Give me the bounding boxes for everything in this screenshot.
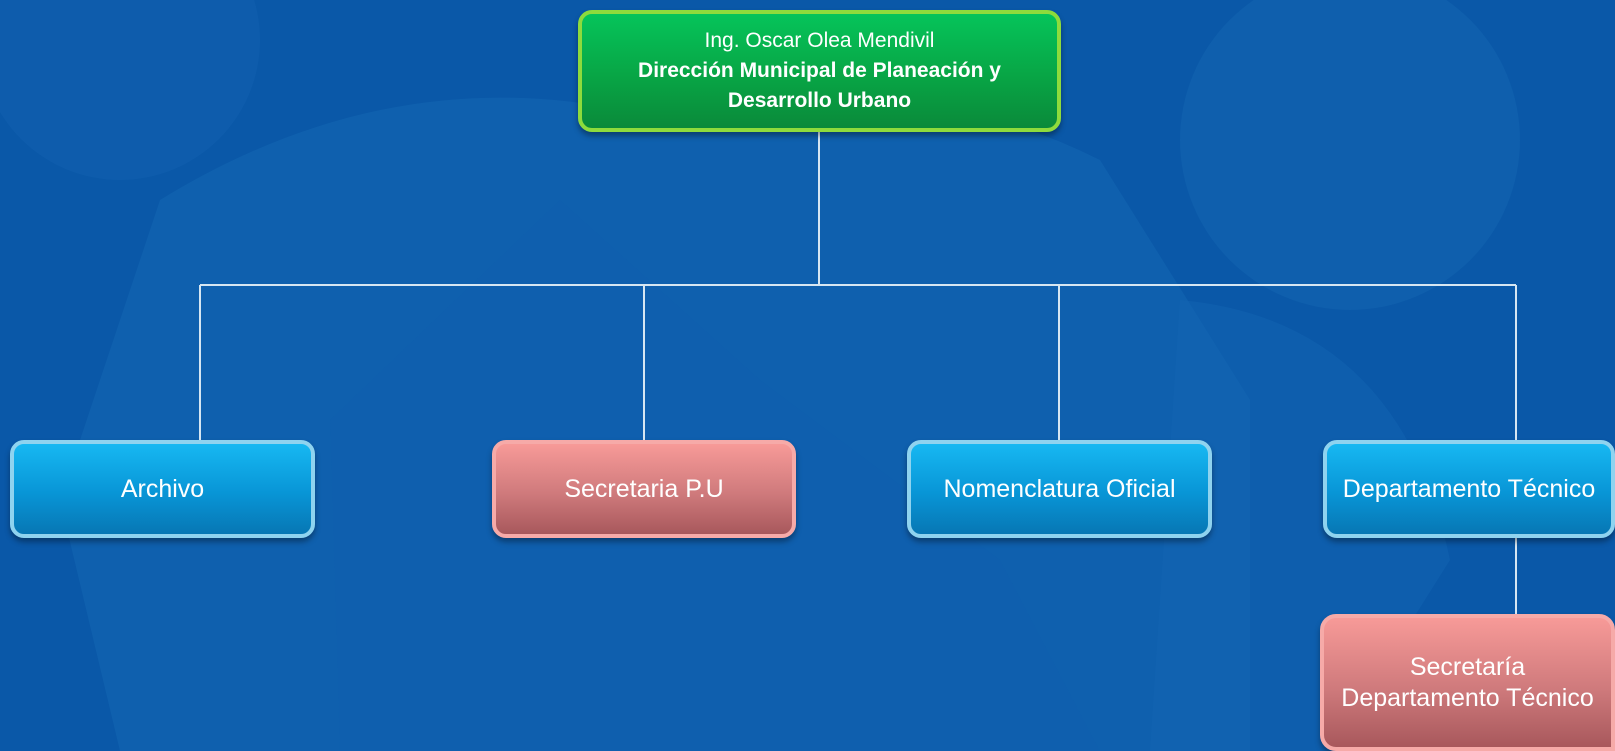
node-departamento-tecnico-label: Departamento Técnico	[1342, 474, 1596, 503]
root-department: Dirección Municipal de Planeación y Desa…	[638, 59, 1001, 112]
node-secretaria-pu-label: Secretaria P.U	[564, 474, 724, 503]
node-nomenclatura-oficial-label: Nomenclatura Oficial	[943, 474, 1176, 503]
sub-node-line2: Departamento Técnico	[1341, 683, 1594, 712]
root-name: Ing. Oscar Olea Mendivil	[704, 29, 935, 52]
node-nomenclatura-oficial: Nomenclatura Oficial	[907, 440, 1212, 538]
node-departamento-tecnico: Departamento Técnico	[1323, 440, 1615, 538]
node-secretaria-pu: Secretaria P.U	[492, 440, 796, 538]
sub-node-line1: Secretaría	[1409, 652, 1526, 681]
node-archivo: Archivo	[10, 440, 315, 538]
node-secretaria-departamento-tecnico: Secretaría Departamento Técnico	[1320, 614, 1615, 751]
root-node: Ing. Oscar Olea Mendivil Dirección Munic…	[578, 10, 1061, 132]
node-archivo-label: Archivo	[120, 474, 205, 503]
